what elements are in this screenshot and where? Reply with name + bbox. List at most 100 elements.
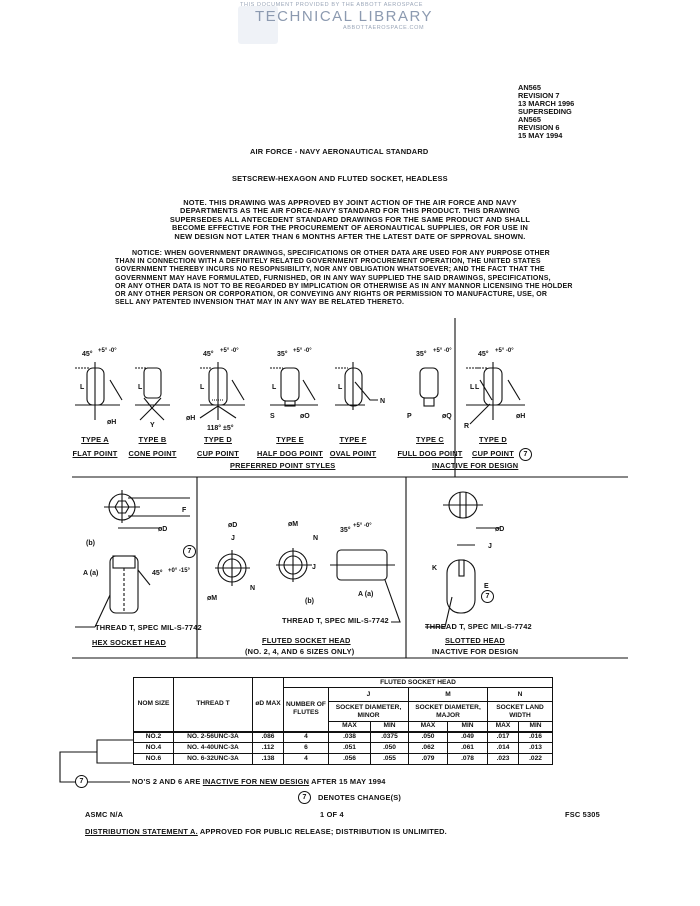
cell: .061 xyxy=(447,742,488,754)
cell: .062 xyxy=(408,742,448,754)
notice-line: NOTICE: WHEN GOVERNMENT DRAWINGS, SPECIF… xyxy=(132,250,550,257)
slotted-head-drawing: øD J K E xyxy=(425,491,504,628)
svg-text:(b): (b) xyxy=(305,598,314,605)
cell: .050 xyxy=(370,742,409,754)
distribution-statement: DISTRIBUTION STATEMENT A. APPROVED FOR P… xyxy=(85,827,447,836)
header-max: MAX xyxy=(408,721,448,732)
cell: .079 xyxy=(408,753,448,765)
page-number: 1 OF 4 xyxy=(320,810,344,819)
header-m-desc: SOCKET DIAMETER, MAJOR xyxy=(408,701,488,722)
svg-text:L: L xyxy=(470,384,475,391)
cell: .050 xyxy=(408,731,448,743)
approval-note: NOTE. THIS DRAWING WAS APPROVED BY JOINT… xyxy=(150,198,550,241)
svg-text:45°: 45° xyxy=(82,350,93,358)
rev-line: 15 MAY 1994 xyxy=(518,131,563,140)
svg-text:K: K xyxy=(432,565,437,572)
svg-text:øD: øD xyxy=(495,526,504,533)
svg-text:øD: øD xyxy=(228,522,237,529)
inactive-for-design-caption: INACTIVE FOR DESIGN xyxy=(432,461,519,470)
note-line: DEPARTMENTS AS THE AIR FORCE-NAVY STANDA… xyxy=(180,206,520,216)
notice-line: THAN IN CONNECTION WITH A DEFINITELY REL… xyxy=(115,258,541,266)
slotted-inactive-note: INACTIVE FOR DESIGN xyxy=(432,647,519,656)
notice-line: GOVERNMENT THEREBY INCURS NO RESOPNSIBIL… xyxy=(115,266,545,274)
header-j-desc: SOCKET DIAMETER, MINOR xyxy=(328,701,409,722)
svg-text:øM: øM xyxy=(288,521,298,528)
cell: .051 xyxy=(328,742,371,754)
government-notice: NOTICE: WHEN GOVERNMENT DRAWINGS, SPECIF… xyxy=(115,250,573,307)
rev-line: AN565 xyxy=(518,83,542,92)
svg-text:+5° -0°: +5° -0° xyxy=(98,348,117,354)
cell: .049 xyxy=(447,731,488,743)
svg-text:øO: øO xyxy=(300,413,310,420)
cell: .016 xyxy=(518,731,553,743)
cell: .078 xyxy=(447,753,488,765)
header-max: MAX xyxy=(328,721,371,732)
note-line: NEW DESIGN NOT LATER THAN 6 MONTHS AFTER… xyxy=(174,231,526,241)
svg-text:R: R xyxy=(464,423,469,430)
header-min: MIN xyxy=(447,721,488,732)
cell: .055 xyxy=(370,753,409,765)
header-n: N xyxy=(487,687,553,702)
svg-text:L: L xyxy=(80,384,85,391)
svg-text:L: L xyxy=(338,384,343,391)
cell: 6 xyxy=(283,742,329,754)
header-n-desc: SOCKET LAND WIDTH xyxy=(487,701,553,722)
note-line: NOTE. THIS DRAWING WAS APPROVED BY JOINT… xyxy=(183,198,517,207)
svg-text:45°: 45° xyxy=(152,569,163,577)
notice-line: SELL ANY PATENTED INVENSION THAT MAY IN … xyxy=(115,299,405,307)
slotted-head-caption: SLOTTED HEAD xyxy=(445,636,505,645)
header-min: MIN xyxy=(518,721,553,732)
watermark-line1: THIS DOCUMENT PROVIDED BY THE ABBOTT AER… xyxy=(240,2,423,8)
type-f-oval-point-drawing: L N xyxy=(335,362,385,410)
svg-text:P: P xyxy=(407,413,412,420)
slotted-thread-note: THREAD T, SPEC MIL-S-7742 xyxy=(425,622,532,631)
header-number-of-flutes: NUMBER OF FLUTES xyxy=(283,687,329,733)
svg-text:35°: 35° xyxy=(340,526,351,534)
cell: NO.2 xyxy=(133,731,174,743)
change-marker: 7 xyxy=(183,545,196,558)
preferred-point-styles-caption: PREFERRED POINT STYLES xyxy=(230,461,336,470)
cell: .0375 xyxy=(370,731,409,743)
svg-text:A (a): A (a) xyxy=(83,570,98,577)
svg-text:35°: 35° xyxy=(277,350,288,358)
watermark-url: ABBOTTAEROSPACE.COM xyxy=(343,25,425,31)
change-marker: 7 xyxy=(75,775,88,788)
cell: .013 xyxy=(518,742,553,754)
svg-text:F: F xyxy=(182,507,187,514)
denotes-changes-legend: DENOTES CHANGE(S) xyxy=(318,793,402,802)
cell: .038 xyxy=(328,731,371,743)
change-marker: 7 xyxy=(481,590,494,603)
cell: NO.4 xyxy=(133,742,174,754)
rev-line: REVISION 6 xyxy=(518,123,560,132)
fsc-code: FSC 5305 xyxy=(565,810,600,819)
cell: .086 xyxy=(252,731,284,743)
svg-text:J: J xyxy=(231,535,235,542)
hex-socket-head-drawing: F øD (b) A (a) 45° +0° -15° xyxy=(75,490,191,628)
type-d-cup-point-inactive-drawing: 45° +5° -0° L øH R xyxy=(464,348,525,430)
document-title: SETSCREW-HEXAGON AND FLUTED SOCKET, HEAD… xyxy=(232,174,448,183)
cell: .056 xyxy=(328,753,371,765)
svg-text:N: N xyxy=(313,535,318,542)
svg-text:Y: Y xyxy=(150,422,155,429)
svg-text:øM: øM xyxy=(207,595,217,602)
cell: 4 xyxy=(283,753,329,765)
rev-line: REVISION 7 xyxy=(518,91,560,100)
rev-line: 13 MARCH 1996 xyxy=(518,99,575,108)
cell: NO.6 xyxy=(133,753,174,765)
svg-text:øH: øH xyxy=(107,419,116,426)
svg-text:øH: øH xyxy=(516,413,525,420)
header-d-max: øD MAX xyxy=(252,677,284,733)
svg-text:+0° -15°: +0° -15° xyxy=(168,568,191,574)
svg-text:(b): (b) xyxy=(86,540,95,547)
header-m: M xyxy=(408,687,488,702)
asmc-label: ASMC N/A xyxy=(85,810,124,819)
